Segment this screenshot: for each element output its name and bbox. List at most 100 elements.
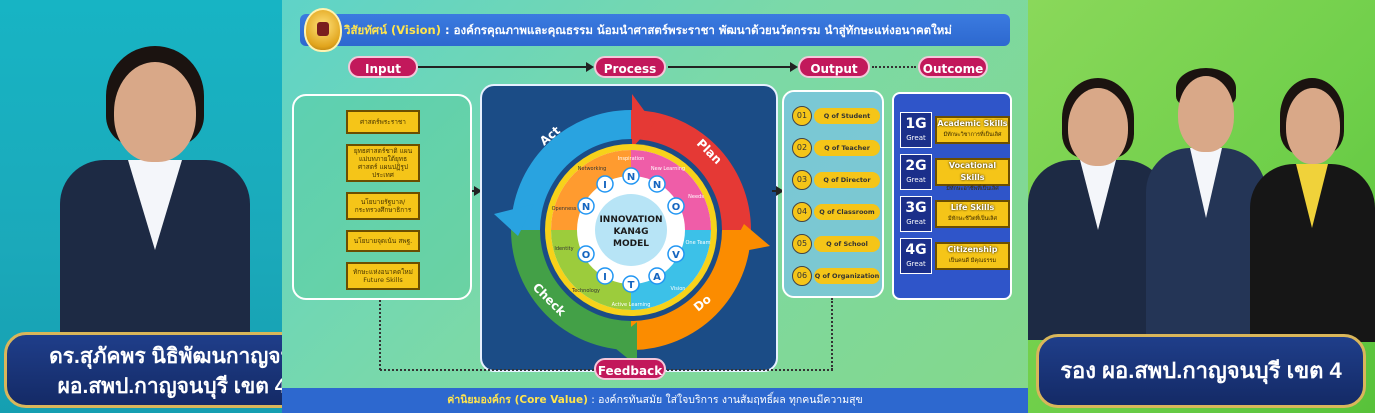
outcome-level: 1G (905, 116, 927, 132)
core-value-bar: ค่านิยมองค์กร (Core Value) : องค์กรทันสม… (282, 388, 1028, 413)
output-label: Q of Student (814, 108, 880, 124)
output-num: 01 (792, 106, 812, 126)
deputy-photo-3 (1250, 72, 1375, 342)
input-item: ศาสตร์พระราชา (346, 110, 420, 134)
feedback-line-input (380, 369, 594, 371)
tooth-label: Active Learning (612, 302, 651, 308)
cycle-letter: O (582, 250, 591, 261)
outcome-box: 1G Great Academic Skills มีทักษะวิชาการท… (892, 92, 1012, 300)
output-label: Q of Teacher (814, 140, 880, 156)
cycle-letter: T (628, 280, 635, 291)
outcome-great: Great (906, 218, 926, 226)
cycle-letter: N (582, 202, 590, 213)
stage-process: Process (594, 56, 666, 78)
cycle-center-line3: MODEL (613, 239, 649, 249)
cycle-letter: N (653, 180, 661, 191)
feedback-riser-input (379, 300, 381, 370)
arrow-cycle-output (772, 186, 784, 196)
outcome-title: Academic Skills (937, 119, 1008, 128)
output-label: Q of Classroom (814, 204, 880, 220)
outcome-level: 4G (905, 242, 927, 258)
tooth-label: Technology (571, 288, 600, 294)
output-item: 05 Q of School (792, 234, 880, 254)
director-photo (40, 40, 270, 340)
output-item: 03 Q of Director (792, 170, 880, 190)
outcome-great: Great (906, 260, 926, 268)
obec-emblem-icon (304, 8, 342, 52)
outcome-badge: 1G Great (900, 112, 932, 148)
tooth-label: Identity (554, 246, 573, 252)
output-label: Q of Organization (814, 268, 880, 284)
output-num: 04 (792, 202, 812, 222)
outcome-sub: มีทักษะชีวิตที่เป็นเลิศ (947, 216, 998, 222)
output-item: 06 Q of Organization (792, 266, 880, 286)
outcome-badge: 2G Great (900, 154, 932, 190)
arrow-process-output (668, 62, 798, 72)
output-item: 02 Q of Teacher (792, 138, 880, 158)
output-item: 01 Q of Student (792, 106, 880, 126)
cycle-letter: O (672, 202, 681, 213)
deputy-name-plate: รอง ผอ.สพป.กาญจนบุรี เขต 4 (1036, 334, 1366, 408)
tooth-label: Networking (578, 166, 607, 172)
director-name: ดร.สุภัคพร นิธิพัฒนกาญจน์ (49, 345, 295, 368)
tooth-label: Inspiration (618, 156, 645, 162)
cycle-center-line1: INNOVATION (599, 215, 662, 225)
outcome-row: 3G Great Life Skills มีทักษะชีวิตที่เป็น… (900, 196, 1010, 232)
outcome-great: Great (906, 134, 926, 142)
feedback-line-output (667, 369, 833, 371)
outcome-badge: 3G Great (900, 196, 932, 232)
cycle-letter: N (627, 172, 635, 183)
vision-text: : องค์กรคุณภาพและคุณธรรม น้อมนำศาสตร์พระ… (445, 23, 952, 37)
outcome-sub: มีทักษะวิชาการที่เป็นเลิศ (943, 132, 1002, 138)
tooth-label: Needs (688, 194, 704, 200)
input-item: ยุทธศาสตร์ชาติ แผนแม่บทภายใต้ยุทธ ศาสตร์… (346, 144, 420, 182)
outcome-title: Life Skills (950, 203, 995, 212)
deputy-photo-2 (1146, 62, 1266, 342)
cycle-letter: V (672, 250, 680, 261)
stage-output: Output (798, 56, 870, 78)
outcome-title: Vocational Skills (948, 161, 997, 182)
pdca-cycle-graphic: I N N O V A T I O N Inspiration New Lear… (494, 94, 770, 366)
stage-feedback: Feedback (594, 358, 666, 380)
output-label: Q of School (814, 236, 880, 252)
output-label: Q of Director (814, 172, 880, 188)
tooth-label: One Team (686, 240, 711, 246)
outcome-skill: Academic Skills มีทักษะวิชาการที่เป็นเลิ… (935, 116, 1010, 144)
tooth-label: Vision (671, 286, 686, 292)
outcome-sub: เป็นคนดี มีคุณธรรม (948, 258, 997, 264)
output-num: 05 (792, 234, 812, 254)
arrow-output-outcome (872, 66, 916, 68)
deputy-photo-1 (1028, 70, 1168, 340)
output-num: 02 (792, 138, 812, 158)
cycle-letter: I (603, 272, 607, 283)
cycle-letter: I (603, 180, 607, 191)
arrow-input-cycle (472, 186, 482, 196)
input-box: ศาสตร์พระราชา ยุทธศาสตร์ชาติ แผนแม่บทภาย… (292, 94, 472, 300)
input-item: นโยบายรัฐบาล/ กระทรวงศึกษาธิการ (346, 192, 420, 220)
stage-input: Input (348, 56, 418, 78)
outcome-sub: มีทักษะอาชีพที่เป็นเลิศ (946, 186, 999, 192)
director-position: ผอ.สพป.กาญจนบุรี เขต 4 (57, 375, 287, 398)
outcome-skill: Life Skills มีทักษะชีวิตที่เป็นเลิศ (935, 200, 1010, 228)
arrow-input-process (418, 62, 594, 72)
cycle-letter: A (653, 272, 661, 283)
left-panel (0, 0, 282, 413)
tooth-label: Openness (552, 206, 577, 212)
outcome-level: 2G (905, 158, 927, 174)
output-num: 06 (792, 266, 812, 286)
core-value-label: ค่านิยมองค์กร (Core Value) (447, 394, 588, 406)
vision-bar: วิสัยทัศน์ (Vision) : องค์กรคุณภาพและคุณ… (300, 14, 1010, 46)
core-value-text: : องค์กรทันสมัย ใส่ใจบริการ งานสัมฤทธิ์ผ… (591, 394, 863, 406)
input-item: ทักษะแห่งอนาคตใหม่ Future Skills (346, 262, 420, 290)
output-box: 01 Q of Student 02 Q of Teacher 03 Q of … (782, 90, 884, 298)
outcome-skill: Citizenship เป็นคนดี มีคุณธรรม (935, 242, 1010, 270)
outcome-title: Citizenship (947, 245, 998, 254)
outcome-badge: 4G Great (900, 238, 932, 274)
outcome-row: 4G Great Citizenship เป็นคนดี มีคุณธรรม (900, 238, 1010, 274)
output-num: 03 (792, 170, 812, 190)
model-diagram: วิสัยทัศน์ (Vision) : องค์กรคุณภาพและคุณ… (282, 0, 1028, 413)
outcome-row: 1G Great Academic Skills มีทักษะวิชาการท… (900, 112, 1010, 148)
pdca-cycle-box: I N N O V A T I O N Inspiration New Lear… (480, 84, 778, 372)
outcome-great: Great (906, 176, 926, 184)
